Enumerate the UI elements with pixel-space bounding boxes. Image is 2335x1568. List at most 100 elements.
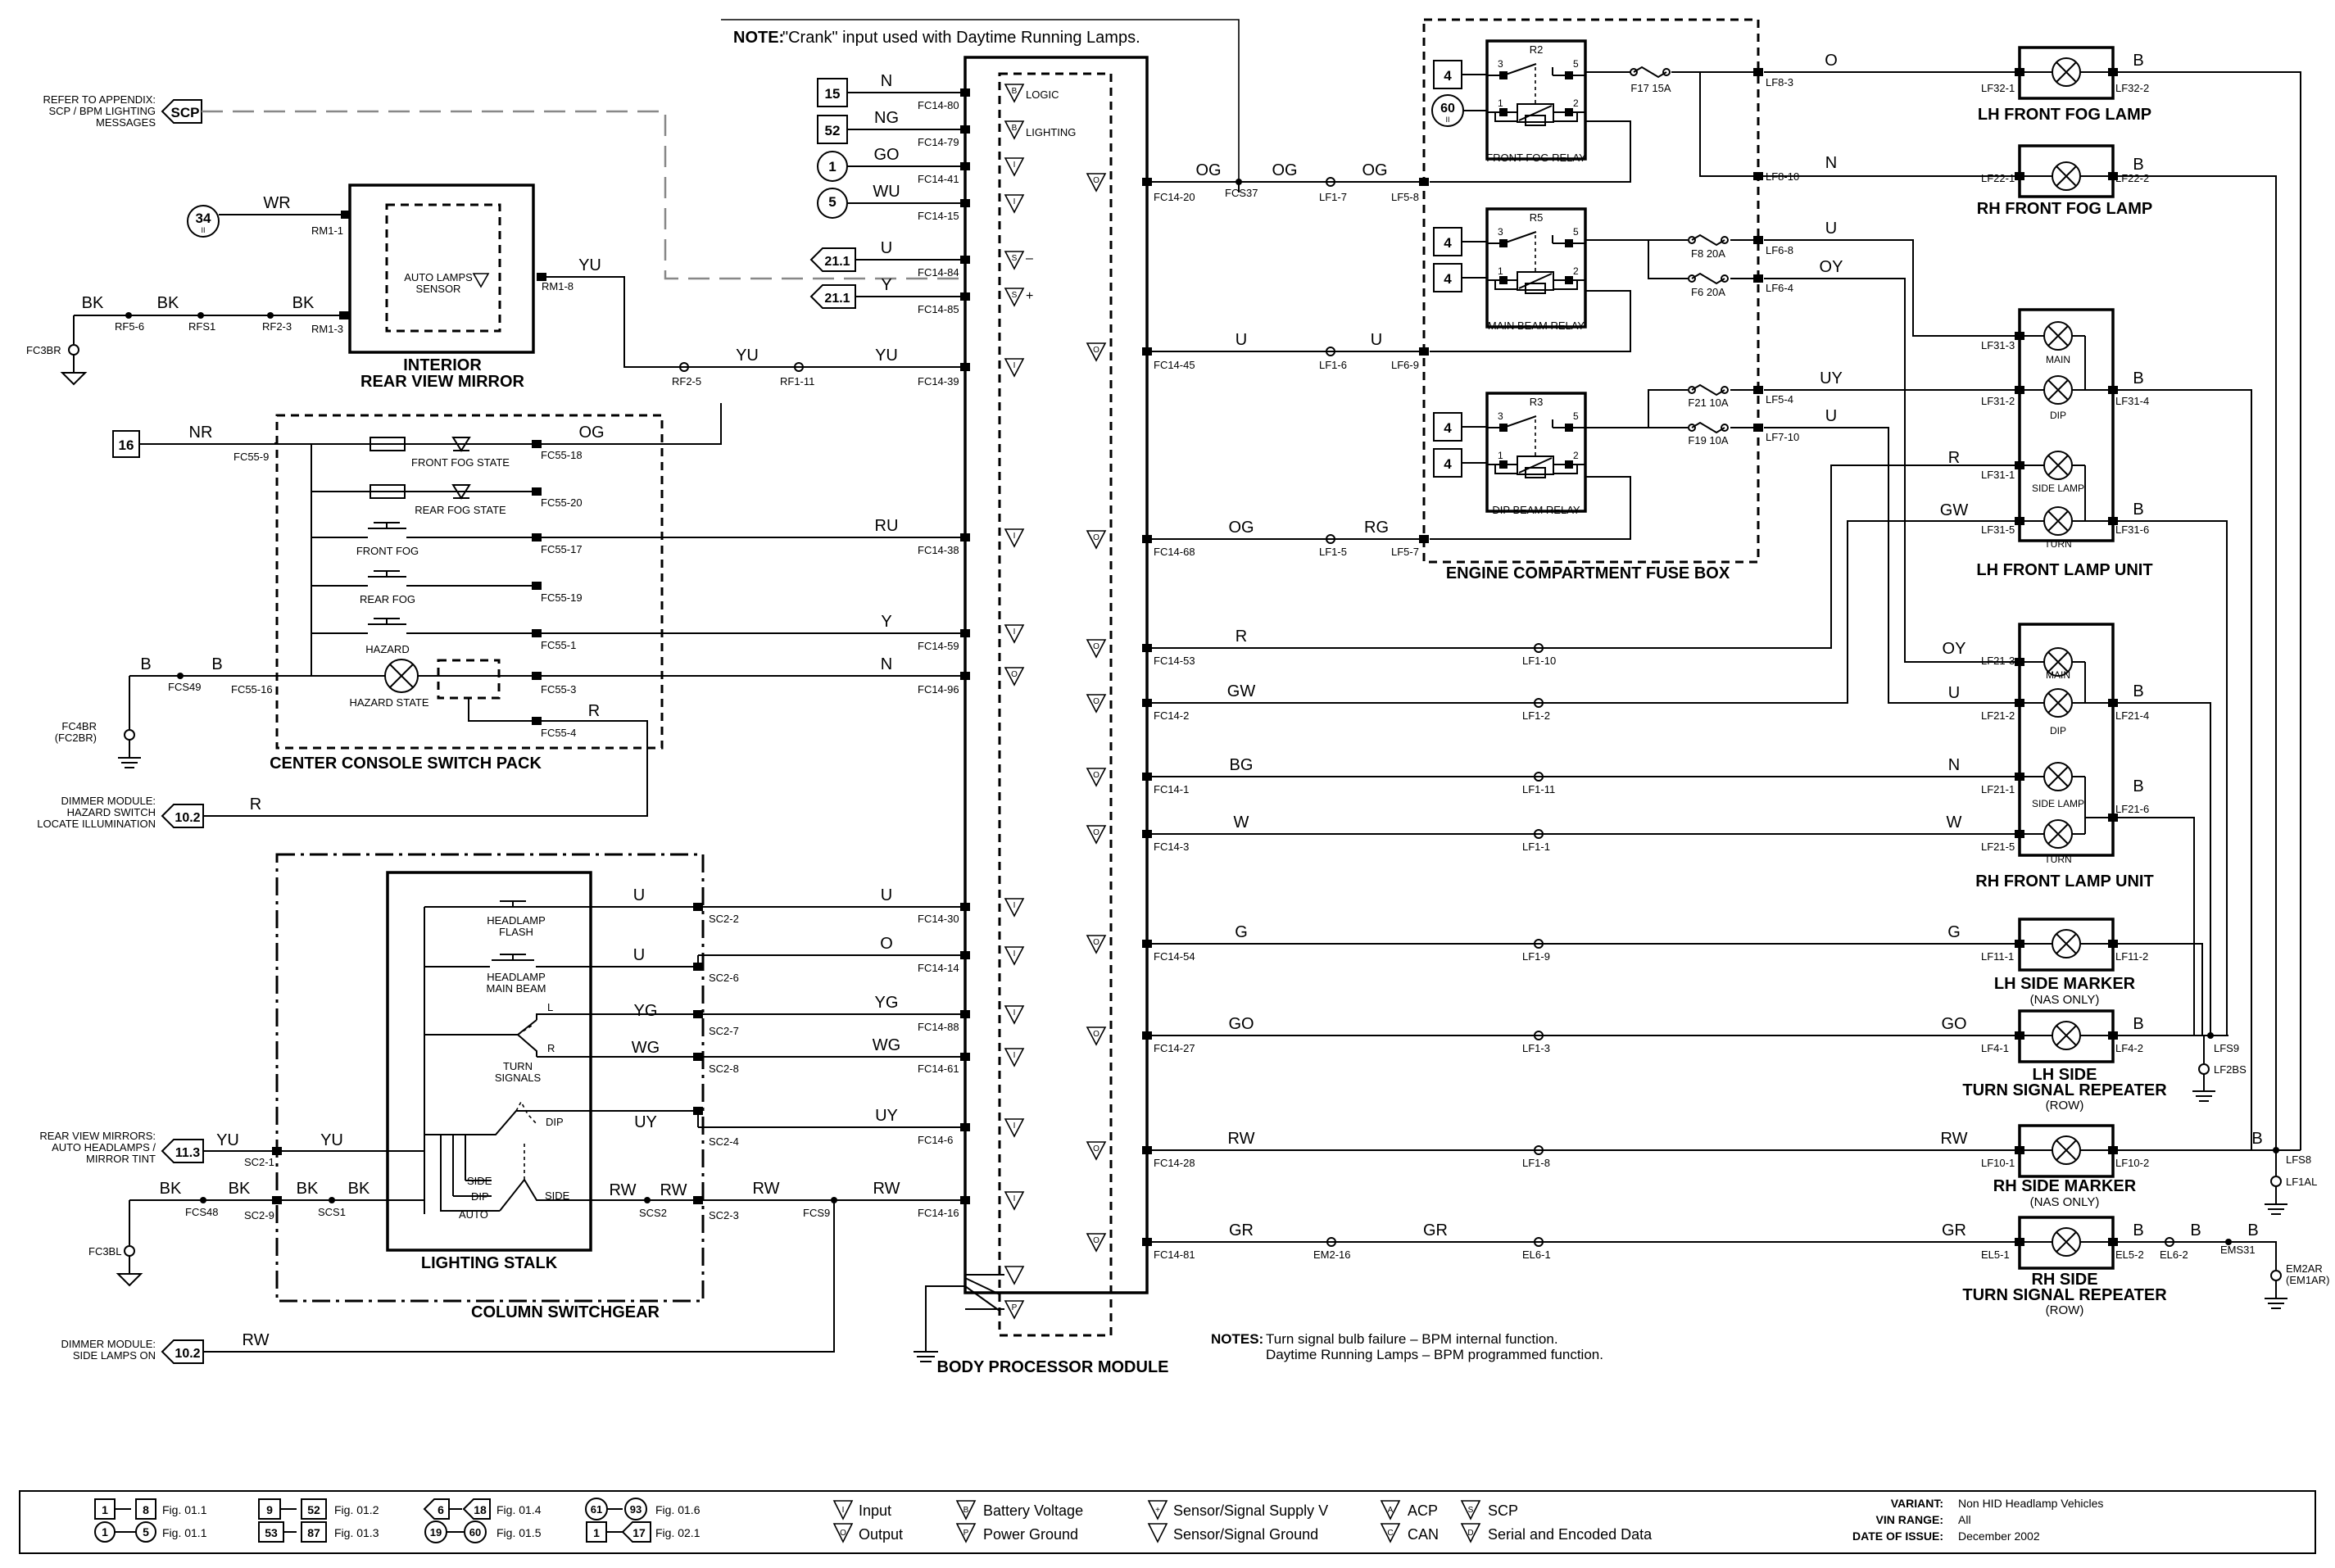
svg-text:U: U (881, 239, 892, 257)
svg-text:B: B (2133, 682, 2143, 700)
svg-text:I: I (1013, 197, 1016, 206)
svg-text:Y: Y (881, 276, 891, 294)
svg-text:COLUMN SWITCHGEAR: COLUMN SWITCHGEAR (471, 1303, 660, 1321)
svg-text:N: N (1948, 756, 1960, 774)
svg-text:LH FRONT FOG LAMP: LH FRONT FOG LAMP (1978, 106, 2151, 124)
svg-text:SCS2: SCS2 (639, 1207, 667, 1219)
front-lamp-unit-box (2018, 623, 2115, 857)
svg-text:53: 53 (265, 1526, 278, 1539)
svg-text:SC2-4: SC2-4 (709, 1135, 739, 1148)
svg-text:LF31-2: LF31-2 (1981, 395, 2015, 407)
bpm-output-icon (1086, 935, 1107, 954)
lamps (2015, 46, 2118, 1270)
svg-text:FC55-20: FC55-20 (541, 496, 583, 509)
svg-text:SIDE LAMP: SIDE LAMP (2032, 798, 2084, 809)
svg-text:F17 15A: F17 15A (1630, 82, 1671, 94)
svg-text:FC14-28: FC14-28 (1154, 1157, 1195, 1169)
bpm-output-icon (1086, 1233, 1107, 1253)
svg-text:FC3BR: FC3BR (26, 344, 61, 356)
bpm-pin-icon (1004, 1191, 1025, 1211)
svg-text:LF21-3: LF21-3 (1981, 655, 2015, 667)
svg-text:GR: GR (1942, 1221, 1966, 1239)
svg-text:O: O (1093, 697, 1099, 706)
relay-resistor (1525, 283, 1546, 294)
svg-text:60: 60 (469, 1526, 481, 1539)
svg-text:I: I (1013, 161, 1016, 170)
svg-text:52: 52 (825, 123, 841, 138)
svg-text:U: U (1948, 684, 1960, 702)
svg-text:OY: OY (1820, 258, 1843, 276)
bpm-output-icon (1086, 694, 1107, 714)
svg-text:LF1-2: LF1-2 (1522, 709, 1550, 722)
svg-text:F19 10A: F19 10A (1688, 434, 1728, 446)
dimmer-side-tag (161, 1339, 204, 1364)
svg-text:61: 61 (591, 1503, 602, 1516)
svg-text:OG: OG (1195, 161, 1221, 179)
svg-text:FC14-45: FC14-45 (1154, 359, 1195, 371)
svg-text:LF31-3: LF31-3 (1981, 339, 2015, 351)
svg-text:Daytime Running Lamps – BPM pr: Daytime Running Lamps – BPM programmed f… (1266, 1347, 1603, 1362)
svg-text:RG: RG (1364, 519, 1389, 537)
svg-text:EL5-2: EL5-2 (2115, 1249, 2144, 1261)
svg-text:34: 34 (196, 211, 211, 226)
svg-text:FC14-15: FC14-15 (918, 210, 959, 222)
svg-text:P: P (1012, 1303, 1018, 1312)
svg-text:DIP BEAM RELAY: DIP BEAM RELAY (1492, 504, 1580, 516)
svg-text:FC14-16: FC14-16 (918, 1207, 959, 1219)
svg-text:Fig. 01.1: Fig. 01.1 (162, 1503, 207, 1516)
svg-text:N: N (1825, 154, 1837, 172)
svg-text:8: 8 (143, 1503, 149, 1516)
svg-text:U: U (1371, 331, 1382, 349)
svg-text:SCS1: SCS1 (318, 1206, 346, 1218)
svg-text:LF31-1: LF31-1 (1981, 469, 2015, 481)
svg-text:TURN SIGNAL REPEATER: TURN SIGNAL REPEATER (1962, 1286, 2167, 1304)
svg-text:TURN SIGNAL REPEATER: TURN SIGNAL REPEATER (1962, 1081, 2167, 1099)
svg-text:YG: YG (634, 1002, 658, 1020)
svg-text:LF1AL: LF1AL (2286, 1176, 2317, 1188)
svg-text:OG: OG (1272, 161, 1297, 179)
bpm-ground (914, 1285, 965, 1362)
svg-text:U: U (881, 886, 892, 904)
svg-text:B: B (2133, 156, 2143, 174)
svg-text:5: 5 (1573, 410, 1579, 422)
svg-text:1: 1 (1498, 265, 1503, 277)
svg-text:(EM1AR): (EM1AR) (2286, 1274, 2329, 1286)
svg-text:+: + (1026, 289, 1033, 303)
svg-text:21.1: 21.1 (824, 292, 850, 306)
svg-text:LF32-2: LF32-2 (2115, 82, 2149, 94)
svg-text:RH SIDE MARKER: RH SIDE MARKER (1993, 1177, 2137, 1195)
svg-text:FRONT FOG: FRONT FOG (356, 545, 419, 557)
svg-text:19: 19 (430, 1526, 442, 1539)
svg-text:I: I (842, 1506, 845, 1515)
svg-text:FCS9: FCS9 (803, 1207, 830, 1219)
bpm-pin-icon (1004, 157, 1025, 177)
svg-text:(ROW): (ROW) (2046, 1099, 2084, 1113)
front-lamp-unit-box (2018, 308, 2115, 542)
column-switchgear-box (275, 853, 705, 1303)
svg-text:18: 18 (474, 1503, 487, 1516)
bpm-pin-icon (1004, 624, 1025, 644)
svg-text:4: 4 (1444, 68, 1452, 84)
svg-text:(NAS ONLY): (NAS ONLY) (2030, 993, 2100, 1007)
svg-text:TURN: TURN (503, 1060, 533, 1072)
svg-text:HEADLAMP: HEADLAMP (487, 971, 546, 983)
fog-lamp-box (2018, 144, 2115, 198)
bpm-pin-icon (1004, 1005, 1025, 1025)
svg-text:O: O (1093, 346, 1099, 355)
auto-lamps-sensor-box (385, 203, 501, 333)
svg-text:RW: RW (660, 1181, 687, 1199)
svg-text:16: 16 (119, 437, 134, 453)
svg-text:GR: GR (1229, 1221, 1254, 1239)
svg-text:FC55-17: FC55-17 (541, 543, 583, 555)
svg-text:I: I (1013, 628, 1016, 637)
svg-text:A: A (1388, 1506, 1394, 1515)
svg-text:LOGIC: LOGIC (1026, 88, 1059, 101)
svg-text:TURN: TURN (2044, 854, 2071, 865)
bpm-pin-icon (1004, 528, 1025, 548)
svg-text:B: B (1012, 87, 1018, 96)
svg-text:CENTER CONSOLE SWITCH PACK: CENTER CONSOLE SWITCH PACK (270, 755, 542, 773)
svg-text:YU: YU (578, 256, 601, 274)
svg-text:4: 4 (1444, 456, 1452, 472)
led-rear-fog-icon (451, 484, 471, 500)
